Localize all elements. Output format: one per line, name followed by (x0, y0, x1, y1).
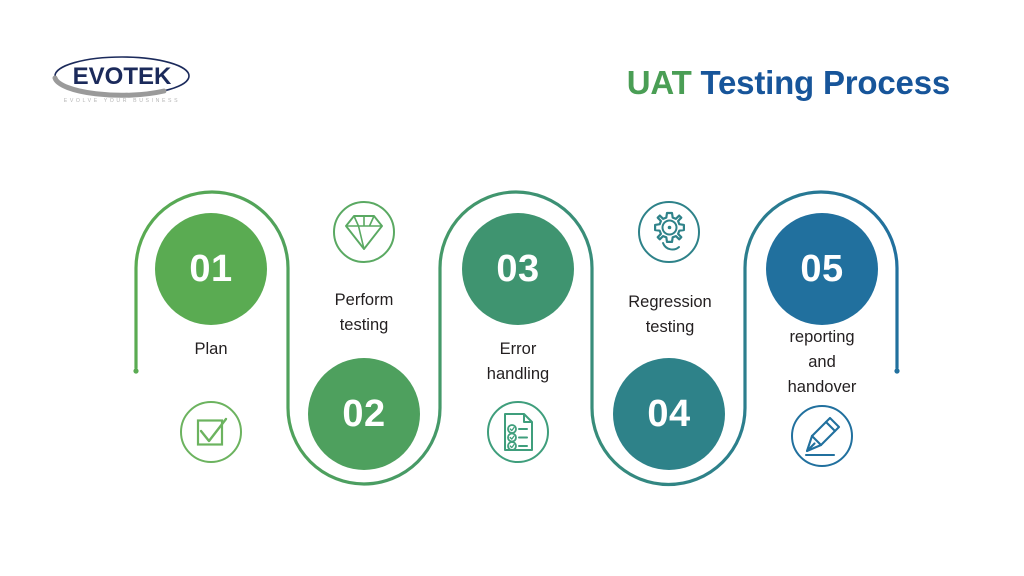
step-bubble-01[interactable]: 01 (155, 213, 267, 325)
step-label-02: Perform testing (334, 291, 394, 334)
step-label-01: Plan (194, 340, 228, 358)
page-title: UAT Testing Process (627, 64, 950, 102)
step-bubble-02[interactable]: 02 (308, 358, 420, 470)
step-number-05: 05 (800, 247, 844, 290)
evotek-logo: EVOTEK EVOLVE YOUR BUSINESS (52, 50, 192, 108)
step-number-01: 01 (189, 247, 233, 290)
step-bubble-03[interactable]: 03 (462, 213, 574, 325)
page-title-accent: UAT (626, 64, 692, 101)
fountain-pen-icon (789, 403, 855, 469)
logo-wordmark: EVOTEK (73, 63, 172, 90)
step-bubble-05[interactable]: 05 (766, 213, 878, 325)
step-label-04: Regression testing (628, 293, 712, 336)
step-number-02: 02 (342, 392, 386, 435)
checkbox-check-icon (178, 399, 244, 465)
step-label-03: Error handling (486, 340, 550, 383)
diamond-icon (331, 199, 397, 265)
step-number-03: 03 (496, 247, 540, 290)
step-number-04: 04 (647, 392, 691, 435)
logo-name: EVOTEK (73, 63, 172, 90)
flow-line (134, 190, 899, 487)
flow-end-dot (894, 368, 900, 374)
step-label-05: reporting and handover (787, 328, 857, 396)
gear-icon (636, 199, 702, 265)
step-bubble-04[interactable]: 04 (613, 358, 725, 470)
page-title-main: Testing Process (700, 64, 951, 101)
logo-tagline: EVOLVE YOUR BUSINESS (64, 98, 180, 104)
checklist-document-icon (485, 399, 551, 465)
flow-start-dot (133, 368, 139, 374)
